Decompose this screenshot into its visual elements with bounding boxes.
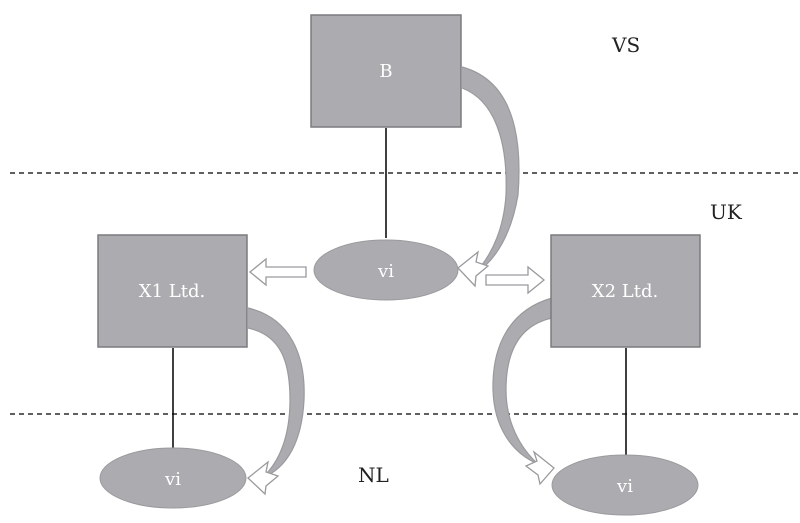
curved-arrow-b-to-vi: [457, 66, 520, 288]
node-vi-x2: vi: [551, 454, 699, 516]
node-x1: X1 Ltd.: [97, 234, 248, 348]
node-x2: X2 Ltd.: [550, 234, 701, 348]
curved-arrow-x2-to-vi: [492, 297, 555, 486]
node-x1-label: X1 Ltd.: [139, 281, 205, 302]
region-label-vs: VS: [611, 33, 640, 57]
region-label-nl: NL: [358, 463, 389, 487]
block-arrow-vi-to-x1: [248, 257, 307, 287]
curved-arrow-x1-to-vi: [247, 307, 305, 496]
node-vi-x2-label: vi: [616, 476, 633, 497]
node-vi-uk: vi: [313, 239, 459, 301]
region-label-uk: UK: [710, 200, 743, 224]
node-vi-uk-label: vi: [377, 261, 394, 282]
node-vi-x1: vi: [99, 447, 247, 509]
node-b-label: B: [379, 61, 392, 82]
node-x2-label: X2 Ltd.: [592, 281, 658, 302]
block-arrow-vi-to-x2: [485, 265, 546, 295]
node-b: B: [310, 14, 462, 128]
node-vi-x1-label: vi: [164, 469, 181, 490]
